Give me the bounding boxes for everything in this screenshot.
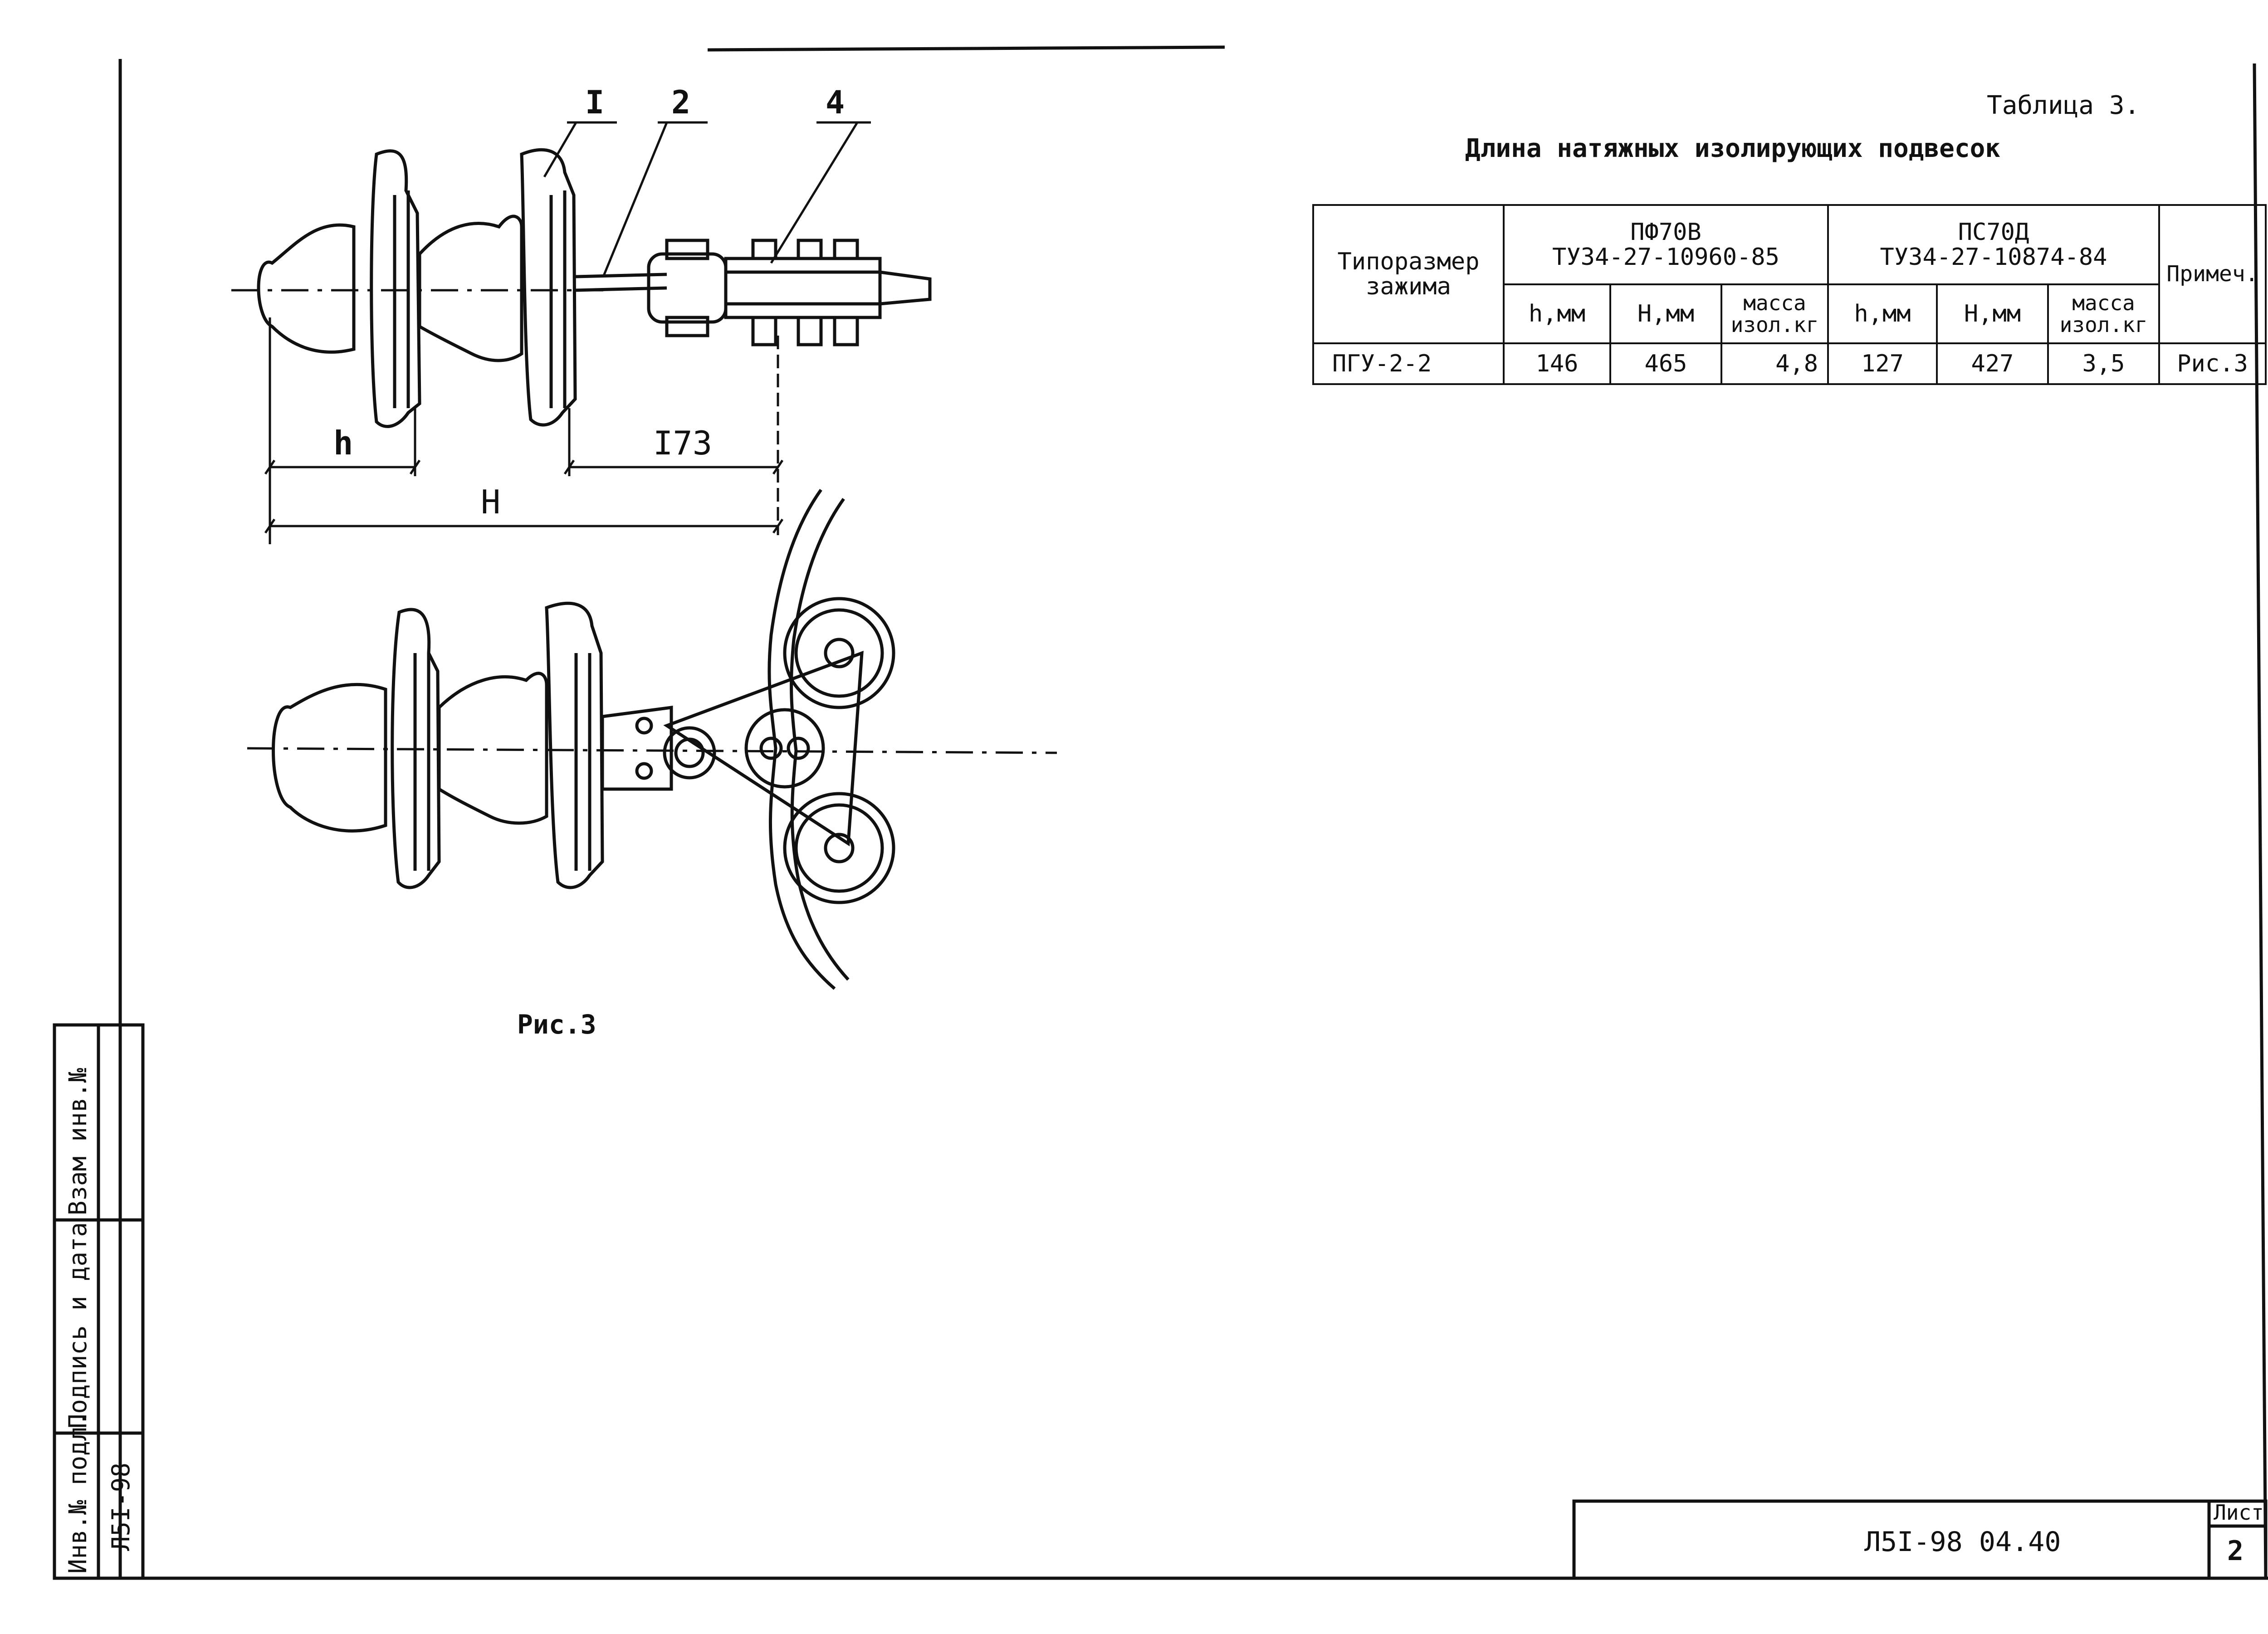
header-clamp-type: Типоразмер зажима bbox=[1312, 204, 1505, 344]
cell-h1: 146 bbox=[1503, 342, 1611, 385]
header-note: Примеч. bbox=[2158, 204, 2267, 344]
header-group-pf70v: ПФ70В ТУ34-27-10960-85 bbox=[1503, 204, 1829, 285]
sheet-number: 2 bbox=[2227, 1535, 2244, 1567]
subheader-h-2: h,мм bbox=[1827, 283, 1938, 344]
insulator-string-bottom bbox=[247, 488, 1057, 990]
cell-H1: 465 bbox=[1609, 342, 1722, 385]
cell-H2: 427 bbox=[1936, 342, 2049, 385]
subheader-H-1: H,мм bbox=[1609, 283, 1722, 344]
cell-m1: 4,8 bbox=[1721, 342, 1829, 385]
stamp-signature-label: Подпись и дата bbox=[64, 1222, 92, 1429]
subheader-H-2: H,мм bbox=[1936, 283, 2049, 344]
document-code: Л5I-98 04.40 bbox=[1864, 1526, 2061, 1558]
stamp-replace-label: Взам инв.№ bbox=[64, 1068, 92, 1215]
table-title: Длина натяжных изолирующих подвесок bbox=[1465, 134, 2001, 163]
table-caption: Таблица 3. bbox=[1987, 91, 2140, 120]
dimension-173-label: I73 bbox=[653, 424, 713, 462]
cell-h2: 127 bbox=[1827, 342, 1938, 385]
header-group-ps70d: ПС70Д ТУ34-27-10874-84 bbox=[1827, 204, 2160, 285]
callout-1: I bbox=[585, 84, 605, 121]
callout-4: 4 bbox=[826, 84, 845, 121]
callout-2: 2 bbox=[671, 84, 691, 121]
dimension-H-label: H bbox=[481, 483, 501, 521]
dimension-h-label: h bbox=[333, 424, 353, 462]
stamp-inv-number: Л5I-98 bbox=[107, 1462, 135, 1551]
group1-name: ПФ70В bbox=[1630, 218, 1701, 246]
group2-name: ПС70Д bbox=[1958, 218, 2029, 246]
group2-tu: ТУ34-27-10874-84 bbox=[1880, 243, 2107, 271]
cell-m2: 3,5 bbox=[2047, 342, 2160, 385]
group1-tu: ТУ34-27-10960-85 bbox=[1552, 243, 1779, 271]
subheader-h-1: h,мм bbox=[1503, 283, 1611, 344]
figure-caption: Рис.3 bbox=[517, 1009, 596, 1040]
stamp-inv-label: Инв.№ подл. bbox=[64, 1411, 92, 1574]
cell-type: ПГУ-2-2 bbox=[1312, 342, 1505, 385]
insulator-length-table: Типоразмер зажима ПФ70В ТУ34-27-10960-85… bbox=[1312, 204, 2267, 385]
cell-note: Рис.3 bbox=[2158, 342, 2267, 385]
subheader-mass-2: масса изол.кг bbox=[2047, 283, 2160, 344]
sheet-label: Лист bbox=[2214, 1500, 2264, 1525]
table-row: ПГУ-2-2 146 465 4,8 127 427 3,5 Рис.3 bbox=[1312, 342, 2267, 385]
insulator-string-top bbox=[231, 121, 932, 544]
subheader-mass-1: масса изол.кг bbox=[1721, 283, 1829, 344]
